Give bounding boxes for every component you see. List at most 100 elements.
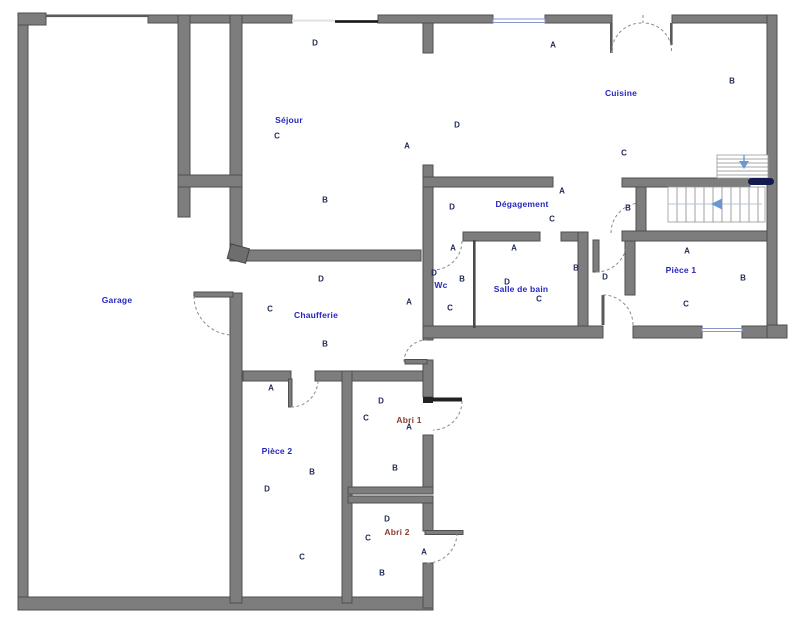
orientation-letter-d: D: [312, 38, 318, 48]
door-arc-garage: [193, 295, 234, 336]
orientation-letter-c: C: [549, 214, 555, 224]
door-leaf-chaufferie: [404, 359, 428, 365]
orientation-letter-d: D: [504, 277, 510, 287]
orientation-letter-c: C: [299, 552, 305, 562]
door-hinge-block: [226, 243, 251, 264]
window-piece1-bottom: [701, 328, 743, 332]
orientation-letter-d: D: [431, 268, 437, 278]
door-arc-piece1: [602, 294, 634, 326]
orientation-letter-a: A: [511, 243, 517, 253]
orientation-letter-a: A: [559, 186, 565, 196]
orientation-letter-b: B: [729, 76, 735, 86]
wall-wc-top: [462, 231, 541, 242]
room-label-degagement: Dégagement: [495, 199, 549, 209]
door-arc-cuisine-left: [611, 22, 642, 54]
staircase: [667, 154, 774, 223]
wall-abri-junction-b: [347, 495, 434, 504]
orientation-letter-d: D: [378, 396, 384, 406]
orientation-letter-b: B: [573, 263, 579, 273]
stairs-handrail-capsule: [748, 178, 774, 185]
orientation-letter-a: A: [268, 383, 274, 393]
orientation-letter-d: D: [384, 514, 390, 524]
orientation-letter-c: C: [267, 304, 273, 314]
orientation-letter-d: D: [264, 484, 270, 494]
orientation-letter-b: B: [309, 467, 315, 477]
room-label-sejour: Séjour: [275, 115, 303, 125]
room-label-chaufferie: Chaufferie: [293, 310, 339, 320]
wall-wc-sdb-bottom: [422, 325, 604, 339]
wall-degagement-left: [422, 164, 434, 341]
orientation-letter-b: B: [625, 203, 631, 213]
line-garage-top: [46, 14, 148, 18]
room-label-cuisine: Cuisine: [604, 88, 638, 98]
door-leaf-abri2: [424, 530, 464, 535]
orientation-letter-a: A: [550, 40, 556, 50]
door-arc-abri2: [426, 532, 458, 564]
orientation-letter-b: B: [740, 273, 746, 283]
wall-sejour-left-1: [177, 14, 191, 218]
wall-abri1-black-cap: [423, 397, 433, 403]
orientation-letter-c: C: [621, 148, 627, 158]
door-arc-cuisine-right: [643, 22, 672, 52]
wall-chaufferie-bottom-a: [242, 370, 292, 382]
orientation-letter-a: A: [684, 246, 690, 256]
orientation-letter-b: B: [322, 339, 328, 349]
room-label-salle-de-bain: Salle de bain: [493, 284, 549, 294]
orientation-letter-d: D: [318, 274, 324, 284]
window-top-light: [292, 19, 335, 22]
room-label-wc: Wc: [434, 280, 448, 290]
stairs-arrow-down-icon: [739, 161, 749, 169]
stairs-arrow-left-icon: [711, 198, 722, 210]
orientation-letter-d: D: [454, 120, 460, 130]
door-leaf-garage: [193, 291, 234, 298]
door-jamb-cuisine-right: [670, 23, 673, 45]
orientation-letter-b: B: [459, 274, 465, 284]
door-leaf-abri1: [433, 397, 462, 402]
orientation-letter-d: D: [602, 272, 608, 282]
wall-sejour-connector: [177, 174, 243, 188]
window-top-black: [335, 20, 378, 23]
door-arc-sdb: [595, 240, 628, 273]
orientation-letter-a: A: [450, 243, 456, 253]
orientation-letter-b: B: [392, 463, 398, 473]
wall-topleft-cap: [17, 12, 47, 26]
orientation-letter-c: C: [536, 294, 542, 304]
orientation-letter-c: C: [683, 299, 689, 309]
door-leaf-piece1: [601, 295, 605, 325]
room-label-abri-1: Abri 1: [396, 415, 422, 425]
window-cuisine-top: [492, 18, 546, 23]
orientation-letter-c: C: [365, 533, 371, 543]
orientation-letter-a: A: [404, 141, 410, 151]
wall-divider-stub-top: [422, 22, 434, 54]
orientation-letter-c: C: [363, 413, 369, 423]
room-label-piece-1: Pièce 1: [665, 265, 697, 275]
door-arc-stairhall: [610, 202, 642, 234]
room-label-garage: Garage: [101, 295, 133, 305]
room-label-piece-2: Pièce 2: [261, 446, 293, 456]
orientation-letter-c: C: [447, 303, 453, 313]
wall-piece1-top: [621, 230, 768, 242]
wall-chaufferie-bottom-b: [314, 370, 424, 382]
orientation-letter-a: A: [406, 422, 412, 432]
orientation-letter-b: B: [322, 195, 328, 205]
wall-corner-cap-right: [766, 324, 788, 339]
door-jamb-cuisine-left: [610, 23, 613, 53]
door-arc-abri1: [432, 400, 463, 431]
door-arc-chaufferie: [403, 339, 427, 363]
wall-piece1-left: [624, 240, 636, 296]
orientation-letter-a: A: [421, 547, 427, 557]
orientation-letter-d: D: [449, 202, 455, 212]
wall-degagement-top: [422, 176, 554, 188]
orientation-letter-b: B: [379, 568, 385, 578]
wall-garage-partition-lower: [229, 292, 243, 604]
orientation-letter-a: A: [406, 297, 412, 307]
wall-abri-junction-a: [347, 486, 434, 495]
door-arc-wc: [432, 240, 463, 271]
wall-sejour-top: [147, 14, 293, 24]
orientation-letter-c: C: [274, 131, 280, 141]
room-label-abri-2: Abri 2: [384, 527, 410, 537]
door-leaf-piece2: [288, 378, 293, 408]
